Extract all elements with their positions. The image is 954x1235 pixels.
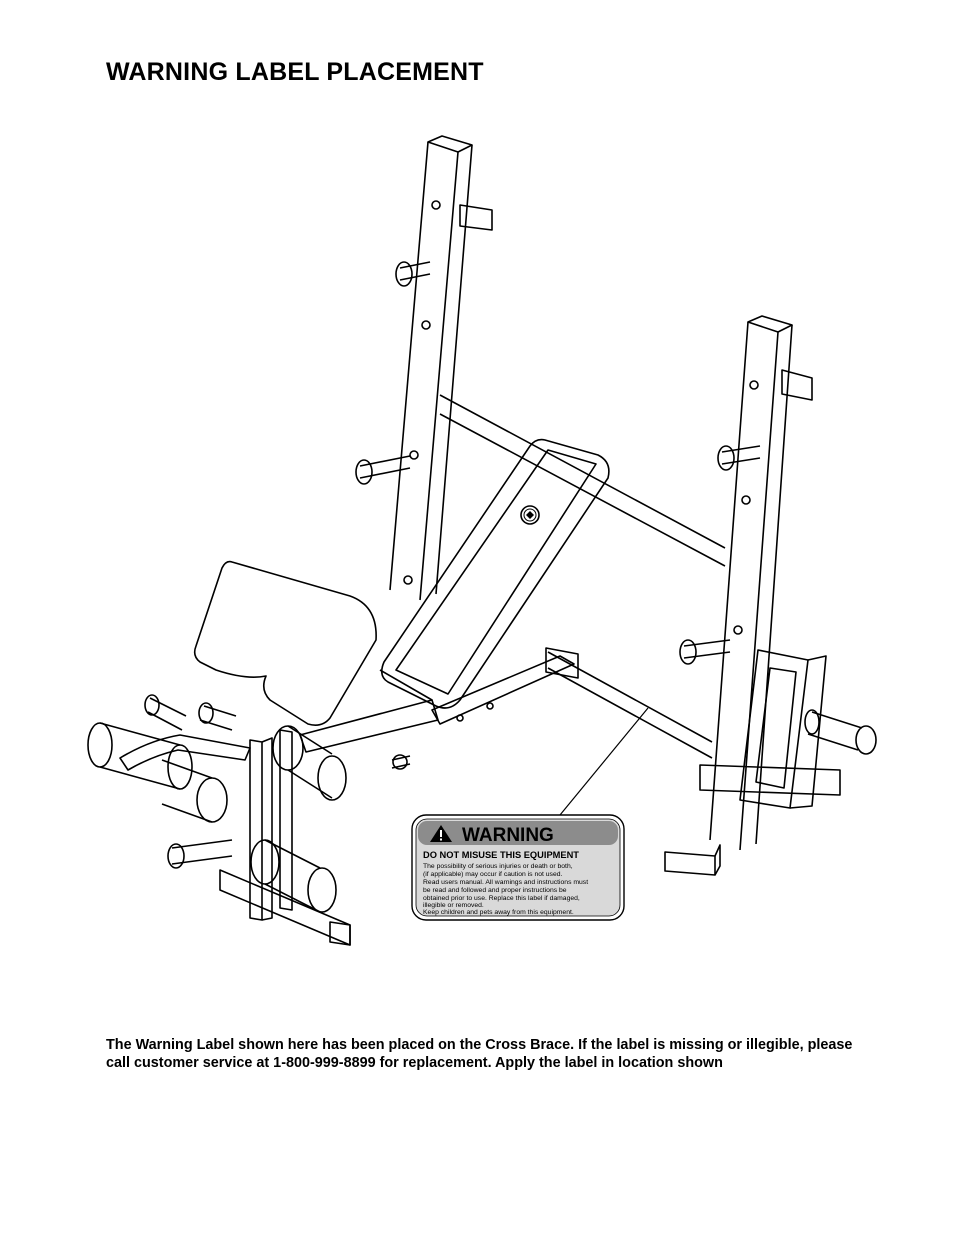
label-line: obtained prior to use. Replace this labe… [423, 895, 580, 902]
brand-logo-icon [523, 508, 537, 522]
bench-illustration: WARNING DO NOT MISUSE THIS EQUIPMENT The… [87, 135, 877, 946]
leg-developer [87, 694, 351, 946]
label-heading: WARNING [462, 825, 554, 846]
seat-pad [193, 560, 439, 753]
warning-exclamation-icon [430, 825, 452, 842]
main-rail [391, 647, 579, 770]
back-pad [380, 438, 610, 709]
right-upright [664, 315, 877, 876]
label-line: (if applicable) may occur if caution is … [423, 871, 563, 878]
left-upright [355, 135, 493, 601]
warning-label: WARNING DO NOT MISUSE THIS EQUIPMENT The… [411, 814, 625, 921]
label-line: Keep children and pets away from this eq… [423, 909, 574, 916]
cross-brace [439, 394, 726, 759]
label-line: The possibility of serious injuries or d… [423, 863, 573, 870]
label-line: be read and followed and proper instruct… [423, 887, 567, 894]
label-line: Read users manual. All warnings and inst… [423, 879, 588, 886]
pointer-line [559, 707, 649, 816]
label-line: illegible or removed. [423, 902, 484, 909]
label-subheading: DO NOT MISUSE THIS EQUIPMENT [423, 850, 579, 860]
caption-text: The Warning Label shown here has been pl… [106, 1037, 853, 1071]
page-title: WARNING LABEL PLACEMENT [106, 58, 484, 86]
